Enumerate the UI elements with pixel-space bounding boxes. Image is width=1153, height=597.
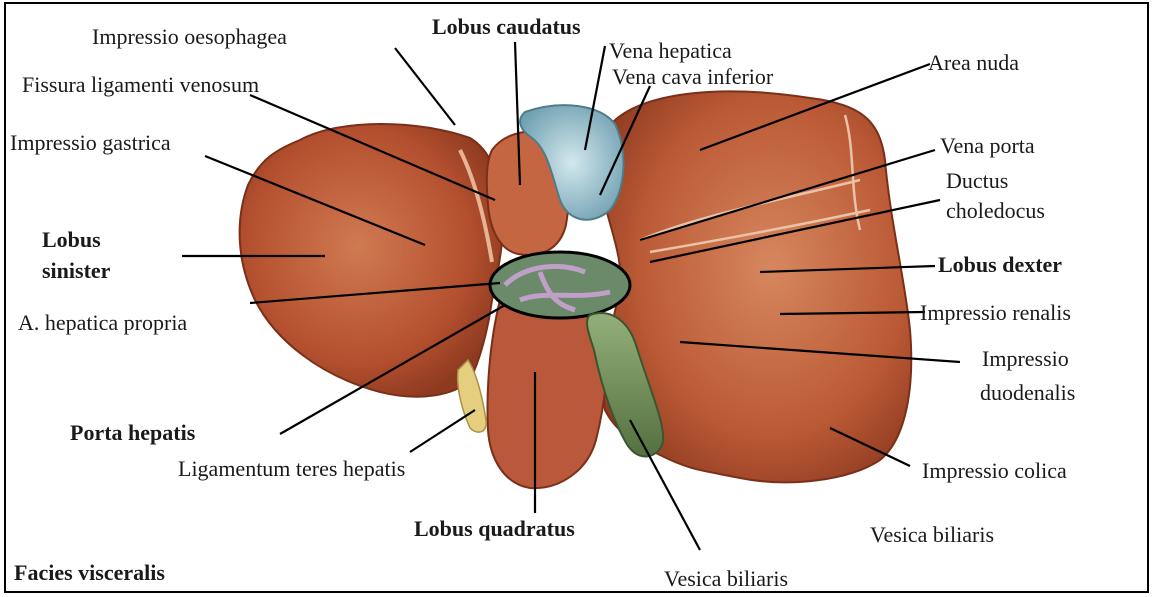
label-impressio-colica: Impressio colica bbox=[922, 458, 1067, 484]
label-impressio-duodenalis-2: duodenalis bbox=[980, 380, 1075, 406]
lobus-sinister-shape bbox=[240, 124, 503, 397]
label-lobus-dexter: Lobus dexter bbox=[938, 252, 1062, 278]
label-area-nuda: Area nuda bbox=[928, 50, 1019, 76]
label-fissura-ligamenti-venosum: Fissura ligamenti venosum bbox=[22, 72, 259, 98]
label-vena-porta: Vena porta bbox=[940, 133, 1035, 159]
label-lobus-quadratus: Lobus quadratus bbox=[414, 516, 575, 542]
label-lobus-sinister-1: Lobus bbox=[42, 227, 101, 253]
label-lobus-caudatus: Lobus caudatus bbox=[432, 14, 581, 40]
label-impressio-oesophagea: Impressio oesophagea bbox=[92, 24, 287, 50]
label-porta-hepatis: Porta hepatis bbox=[70, 420, 195, 446]
label-vena-hepatica: Vena hepatica bbox=[609, 38, 732, 64]
porta-hepatis-ellipse bbox=[490, 252, 630, 318]
label-vena-cava-inferior: Vena cava inferior bbox=[612, 64, 773, 90]
label-a-hepatica-propria: A. hepatica propria bbox=[18, 310, 187, 336]
label-impressio-duodenalis-1: Impressio bbox=[982, 346, 1069, 372]
label-ductus-2: choledocus bbox=[946, 198, 1045, 224]
label-ductus-1: Ductus bbox=[946, 168, 1008, 194]
ligamentum-teres-shape bbox=[458, 360, 487, 432]
label-ligamentum-teres-hepatis: Ligamentum teres hepatis bbox=[178, 456, 405, 482]
label-vesica-biliaris-bottom: Vesica biliaris bbox=[664, 566, 788, 592]
label-lobus-sinister-2: sinister bbox=[42, 258, 110, 284]
label-impressio-renalis: Impressio renalis bbox=[920, 300, 1071, 326]
label-impressio-gastrica: Impressio gastrica bbox=[10, 130, 171, 156]
figure-caption: Facies visceralis bbox=[14, 560, 165, 586]
label-vesica-biliaris-right: Vesica biliaris bbox=[870, 522, 994, 548]
